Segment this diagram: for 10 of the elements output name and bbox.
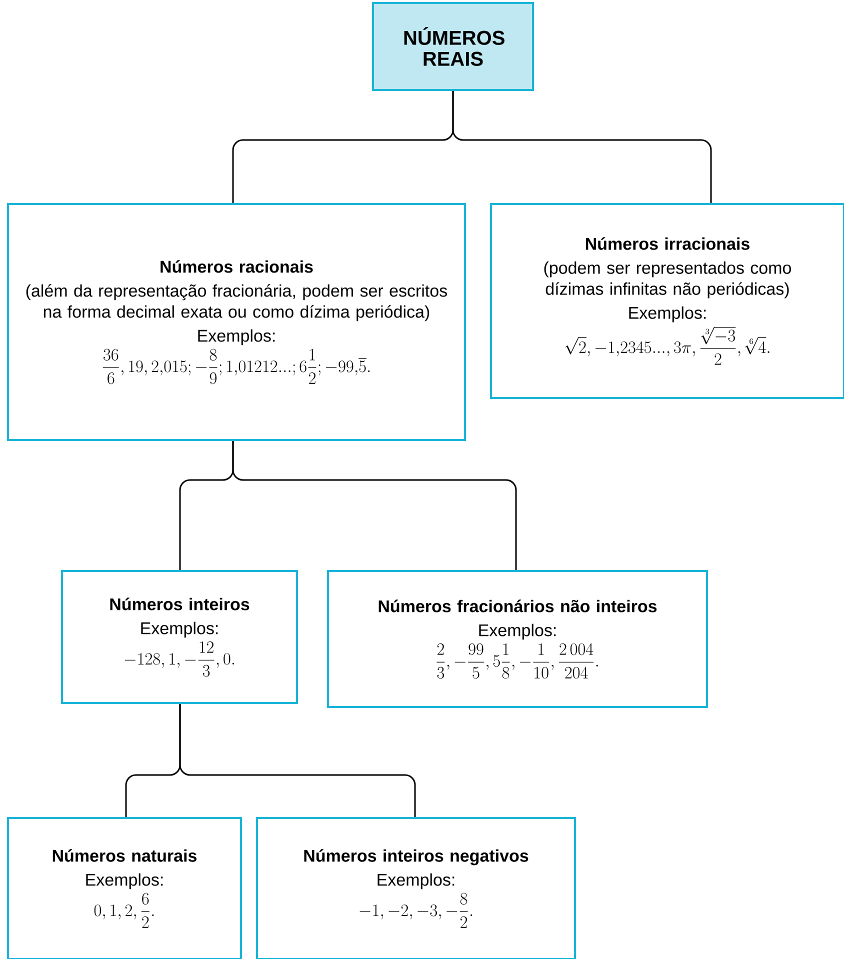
- connector-line: [179, 704, 416, 817]
- concept-box: Números inteiros Exemplos: $-128, 1, -\frac{12}{3}, 0.$: [61, 570, 298, 704]
- concept-box: NÚMEROS REAIS: [372, 2, 534, 91]
- connector-line: [232, 441, 517, 570]
- concept-box: Números racionais (além da representação fracionária, podem ser escritos na forma decimal exata ou como dízima periódica) Exemplos: $\frac{36}{6}, 19, 2{,}015; -\frac{8}{9}; 1{,}01212...; 6\frac{1}{2}; -99{,}\overline{5}.$: [7, 203, 466, 441]
- connector-line: [452, 91, 712, 203]
- concept-box: Números fracionários não inteiros Exemplos: $\frac{2}{3}, -\frac{99}{5}, 5\frac{1}{8}, -\frac{1}{10}, \frac{2\,004}{204}.$: [327, 570, 708, 708]
- concept-box: Números irracionais (podem ser representados como dízimas infinitas não periódicas) Exemplos: $\sqrt{2}, -1{,}2345..., 3\pi, \frac{\sqrt[3]{-3}}{2}, \sqrt[6]{4}.$: [490, 203, 844, 399]
- concept-box: Números inteiros negativos Exemplos: $-1, -2, -3, -\frac{8}{2}.$: [256, 817, 576, 959]
- concept-box: Números naturais Exemplos: $0, 1, 2, \frac{6}{2}.$: [7, 817, 242, 959]
